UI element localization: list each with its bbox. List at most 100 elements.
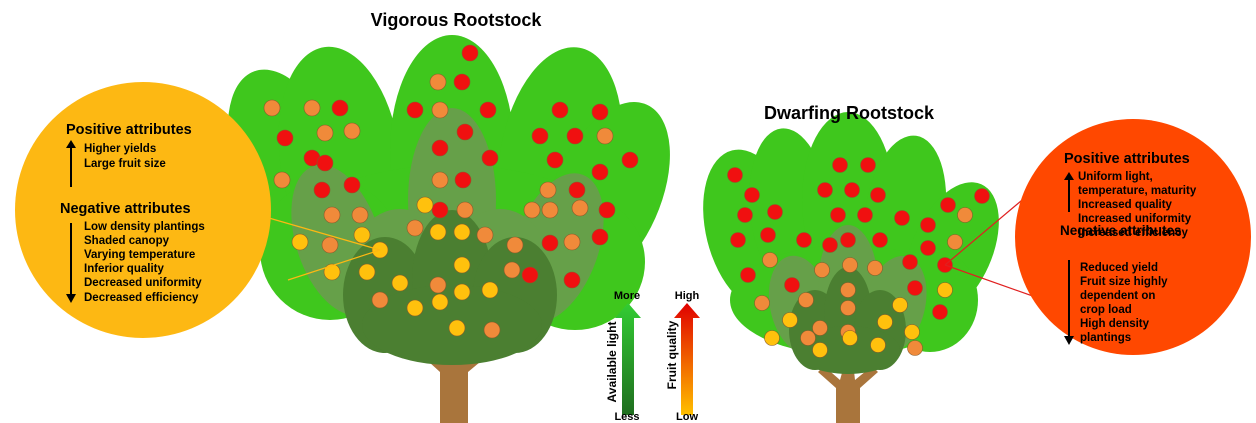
fruit (841, 301, 856, 316)
fruit (921, 241, 936, 256)
fruit (454, 224, 470, 240)
fruit (449, 320, 465, 336)
dwarfing-tree (688, 112, 1018, 423)
light-scale-top-label: More (614, 290, 640, 302)
fruit (324, 264, 340, 280)
dwarfing-positive-item: Uniform light, (1078, 171, 1153, 183)
dwarfing-negative-item: dependent on (1080, 290, 1155, 302)
fruit (905, 325, 920, 340)
fruit (823, 238, 838, 253)
fruit (933, 305, 948, 320)
fruit (738, 208, 753, 223)
fruit (745, 188, 760, 203)
fruit (871, 338, 886, 353)
fruit (941, 198, 956, 213)
fruit (462, 45, 478, 61)
fruit (569, 182, 585, 198)
fruit (815, 263, 830, 278)
fruit (599, 202, 615, 218)
fruit (477, 227, 493, 243)
fruit (304, 100, 320, 116)
fruit (432, 102, 448, 118)
fruit (833, 158, 848, 173)
fruit (567, 128, 583, 144)
fruit (332, 100, 348, 116)
fruit (785, 278, 800, 293)
fruit (540, 182, 556, 198)
fruit (813, 343, 828, 358)
fruit (457, 202, 473, 218)
fruit (274, 172, 290, 188)
fruit (843, 331, 858, 346)
fruit (797, 233, 812, 248)
vigorous-negative-heading: Negative attributes (60, 201, 191, 217)
fruit (868, 261, 883, 276)
vigorous-negative-item: Low density plantings (84, 221, 205, 233)
fruit (392, 275, 408, 291)
fruit (564, 234, 580, 250)
fruit (430, 224, 446, 240)
fruit (622, 152, 638, 168)
fruit (407, 102, 423, 118)
fruit (741, 268, 756, 283)
vigorous-negative-item: Shaded canopy (84, 235, 170, 247)
vigorous-title: Vigorous Rootstock (371, 10, 543, 30)
fruit (344, 123, 360, 139)
fruit (457, 124, 473, 140)
fruit (948, 235, 963, 250)
quality-scale-top-label: High (675, 290, 700, 302)
fruit (765, 331, 780, 346)
fruit (359, 264, 375, 280)
fruit (873, 233, 888, 248)
fruit (454, 284, 470, 300)
fruit (731, 233, 746, 248)
dwarfing-positive-item: Increased quality (1078, 199, 1173, 211)
vigorous-positive-item: Large fruit size (84, 158, 166, 170)
fruit (958, 208, 973, 223)
fruit-quality-scale: High Low Fruit quality (665, 290, 700, 423)
fruit (314, 182, 330, 198)
dwarfing-positive-item: temperature, maturity (1078, 185, 1197, 197)
fruit (878, 315, 893, 330)
fruit (504, 262, 520, 278)
vigorous-negative-item: Decreased uniformity (84, 277, 202, 289)
fruit (407, 300, 423, 316)
fruit (755, 296, 770, 311)
dwarfing-negative-item: Fruit size highly (1080, 276, 1168, 288)
fruit (831, 208, 846, 223)
dwarfing-negative-item: plantings (1080, 332, 1131, 344)
fruit (975, 189, 990, 204)
fruit (407, 220, 423, 236)
decrease-arrow-head (1064, 336, 1074, 345)
fruit (761, 228, 776, 243)
fruit (480, 102, 496, 118)
fruit (921, 218, 936, 233)
fruit (264, 100, 280, 116)
fruit (843, 258, 858, 273)
fruit (564, 272, 580, 288)
fruit (344, 177, 360, 193)
quality-scale-bottom-label: Low (676, 411, 698, 423)
fruit (432, 140, 448, 156)
dwarfing-title: Dwarfing Rootstock (764, 103, 935, 123)
vigorous-negative-item: Inferior quality (84, 263, 164, 275)
dwarfing-positive-heading: Positive attributes (1064, 151, 1190, 167)
fruit (763, 253, 778, 268)
fruit (352, 207, 368, 223)
fruit (482, 282, 498, 298)
fruit (903, 255, 918, 270)
dwarfing-negative-item: crop load (1080, 304, 1132, 316)
fruit (484, 322, 500, 338)
fruit (432, 294, 448, 310)
fruit (552, 102, 568, 118)
fruit (938, 283, 953, 298)
light-scale-label: Available light (605, 322, 619, 403)
fruit (277, 130, 293, 146)
quality-scale-label: Fruit quality (665, 320, 679, 389)
fruit (542, 202, 558, 218)
fruit (783, 313, 798, 328)
fruit (432, 202, 448, 218)
fruit (454, 257, 470, 273)
fruit (482, 150, 498, 166)
